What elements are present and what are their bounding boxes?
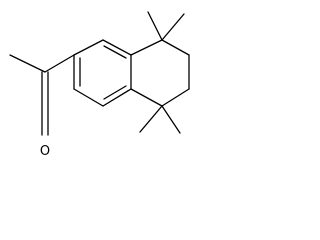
bond-ring-double-1 <box>103 45 127 59</box>
bond-sat-5 <box>130 88 163 107</box>
oxygen-label: O <box>40 144 50 159</box>
bond-ring-1 <box>102 39 132 56</box>
bond-methyl-1 <box>147 11 163 41</box>
bond-ring-double-2 <box>103 85 127 100</box>
bond-methyl-3 <box>139 105 163 133</box>
bond-methyl-2 <box>161 13 185 41</box>
bond-sat-2 <box>161 39 190 56</box>
bond-ring-4 <box>73 88 104 107</box>
bond-acyl-methyl <box>9 54 46 73</box>
bond-acyl <box>44 54 75 73</box>
bond-ring-6 <box>73 39 104 56</box>
bond-methyl-4 <box>161 105 181 134</box>
bond-sat-4 <box>161 88 190 107</box>
bond-sat-1 <box>130 39 163 56</box>
structure-canvas: O <box>0 0 216 166</box>
skeletal-formula: O <box>9 11 190 159</box>
bond-ring-3 <box>102 88 132 107</box>
